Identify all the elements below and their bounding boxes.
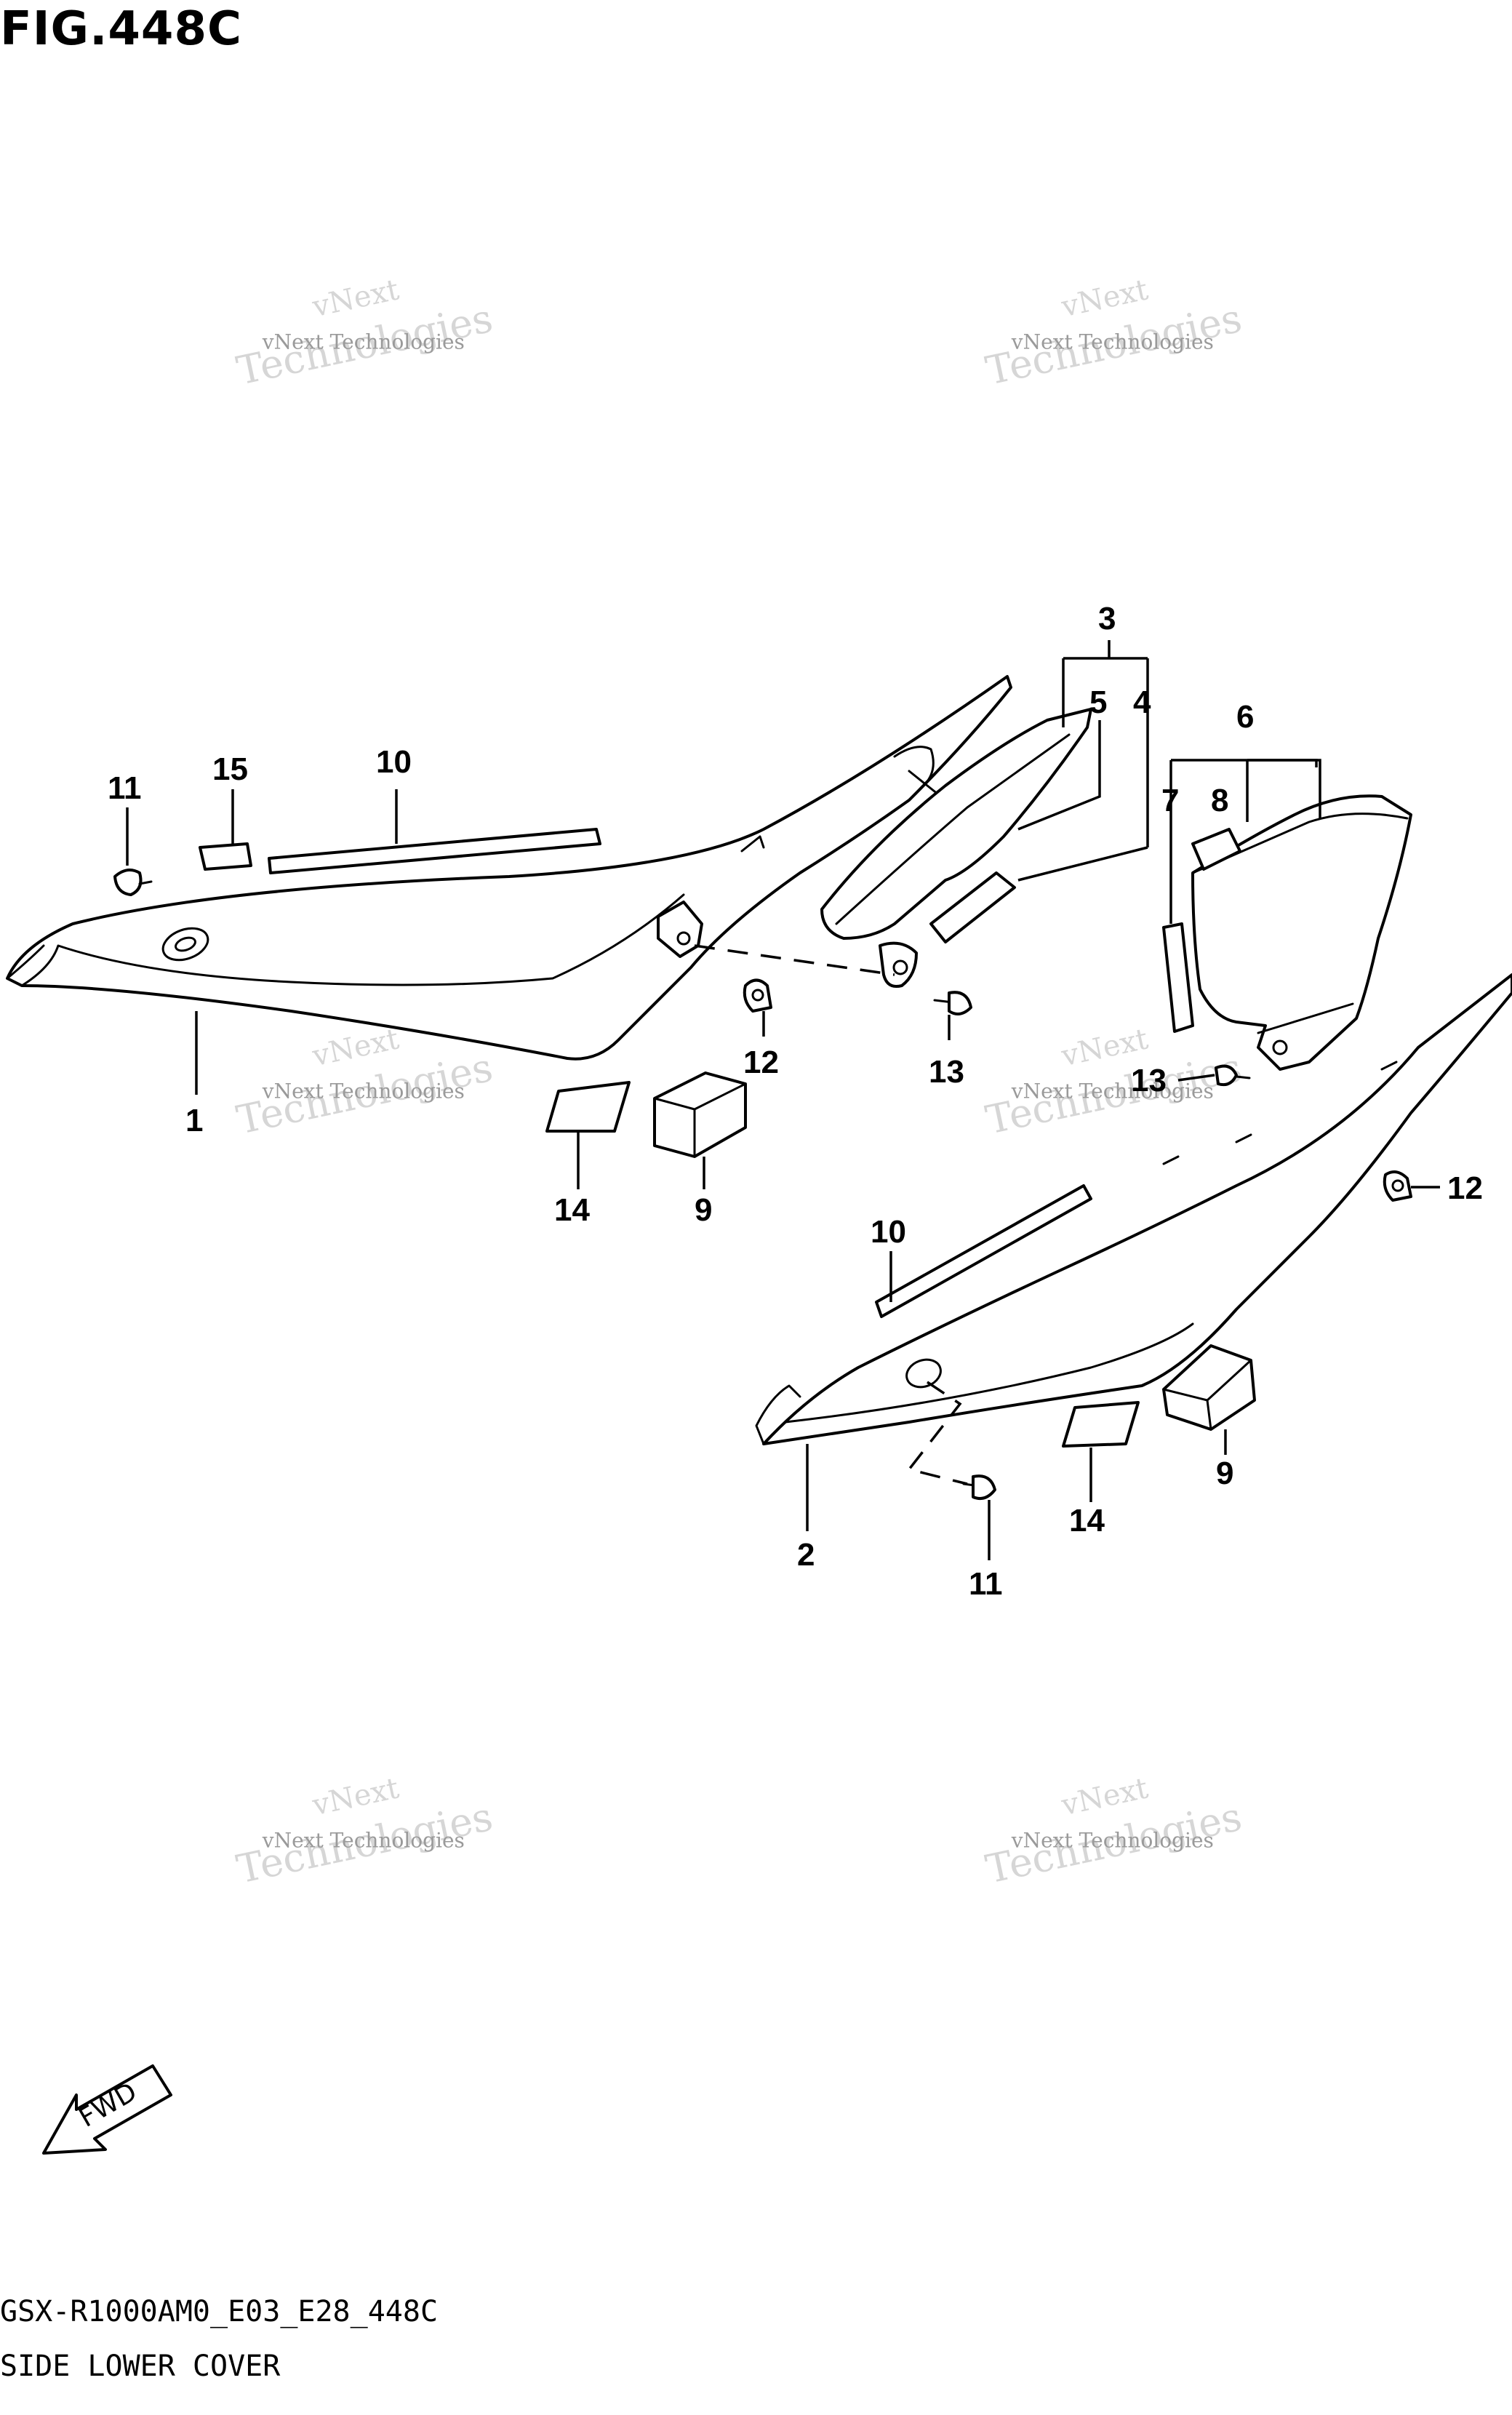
label-part-8: 8 <box>1211 783 1228 818</box>
watermark-bottom-right: vNext Technologies vNext Technologies <box>982 1771 1246 1892</box>
fwd-arrow-icon: FWD <box>42 2064 172 2155</box>
label-part-9-upper: 9 <box>695 1192 712 1228</box>
watermark-bottom-left: vNext Technologies vNext Technologies <box>233 1771 497 1892</box>
label-part-14-lower: 14 <box>1069 1503 1105 1538</box>
part-7-strip <box>1162 922 1194 1033</box>
part-3-4-5-bracket <box>820 708 1092 988</box>
part-15-pad <box>199 842 252 871</box>
label-part-14-upper: 14 <box>554 1192 590 1228</box>
part-13-right-screw <box>1215 1064 1251 1087</box>
part-11-lower-screw <box>962 1474 996 1500</box>
label-part-11-upper: 11 <box>108 770 142 806</box>
part-13-upper-screw <box>933 991 972 1015</box>
svg-text:vNext Technologies: vNext Technologies <box>262 1829 465 1853</box>
part-2-right-side-cover <box>755 973 1512 1445</box>
label-part-10-lower: 10 <box>871 1214 906 1250</box>
part-12-right-clip <box>1383 1170 1412 1202</box>
assembly-lines <box>694 944 968 1485</box>
model-code: GSX-R1000AM0_E03_E28_448C <box>0 2295 439 2328</box>
label-part-7: 7 <box>1161 783 1179 818</box>
label-part-11-lower: 11 <box>969 1566 1003 1602</box>
watermark-top-right: vNext Technologies vNext Technologies <box>982 273 1246 394</box>
svg-text:vNext Technologies: vNext Technologies <box>262 1079 465 1103</box>
part-11-upper-screw <box>113 869 153 896</box>
label-part-3: 3 <box>1098 601 1116 636</box>
part-6-inner-cover <box>1191 794 1412 1071</box>
leader-lines <box>126 640 1440 1560</box>
svg-text:vNext Technologies: vNext Technologies <box>262 330 465 354</box>
watermark-top-left: vNext Technologies vNext Technologies <box>233 273 497 394</box>
label-part-4: 4 <box>1133 684 1151 720</box>
label-part-13-upper: 13 <box>929 1054 964 1090</box>
label-part-1: 1 <box>185 1103 203 1138</box>
part-10-lower-strip <box>875 1184 1092 1318</box>
part-9-upper-box <box>653 1071 747 1158</box>
label-part-10-upper: 10 <box>376 744 412 780</box>
label-part-12-upper: 12 <box>743 1045 779 1080</box>
label-part-15: 15 <box>212 751 248 787</box>
svg-text:vNext Technologies: vNext Technologies <box>1011 1079 1214 1103</box>
part-10-upper-strip <box>268 828 601 874</box>
label-part-6: 6 <box>1236 699 1254 735</box>
part-14-upper-pad <box>545 1081 631 1133</box>
label-part-12-right: 12 <box>1447 1170 1483 1206</box>
label-part-5: 5 <box>1089 684 1107 720</box>
section-name: SIDE LOWER COVER <box>0 2350 281 2383</box>
svg-text:vNext Technologies: vNext Technologies <box>1011 330 1214 354</box>
part-14-lower-pad <box>1062 1401 1140 1448</box>
label-part-2: 2 <box>797 1537 815 1573</box>
figure-title: FIG.448C <box>0 2 242 56</box>
label-part-13-right: 13 <box>1131 1063 1167 1098</box>
svg-text:vNext Technologies: vNext Technologies <box>1011 1829 1214 1853</box>
part-9-lower-box <box>1162 1344 1256 1431</box>
part-12-upper-clip <box>743 978 772 1013</box>
label-part-9-lower: 9 <box>1216 1456 1233 1491</box>
